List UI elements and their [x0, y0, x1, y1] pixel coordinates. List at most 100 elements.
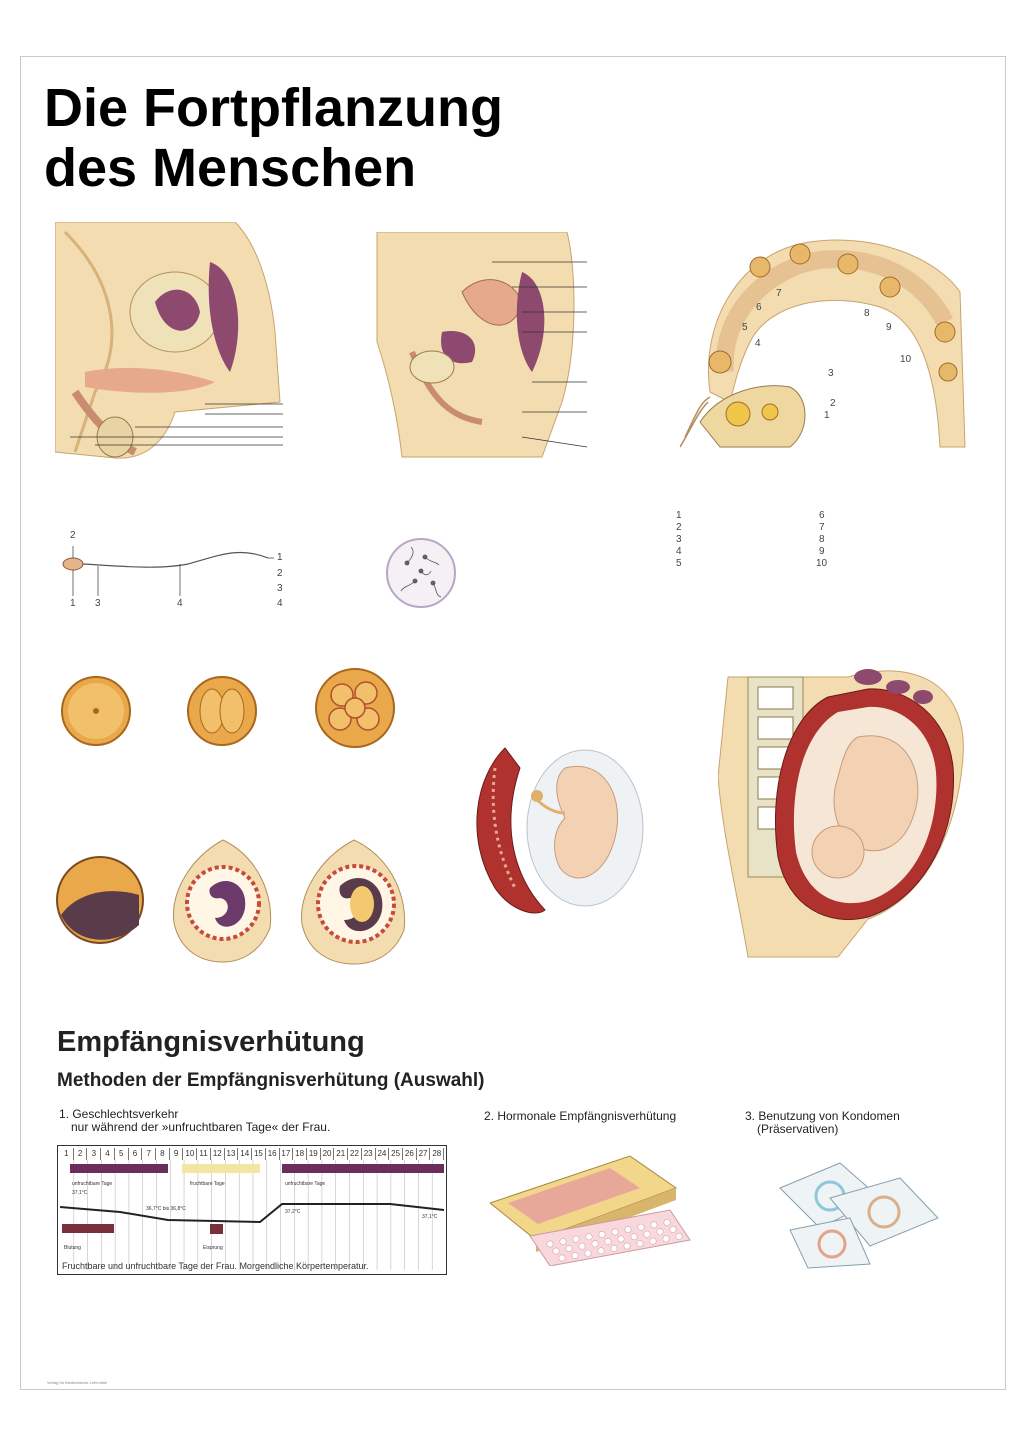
label-ovulation: Eisprung: [203, 1245, 223, 1251]
unfertile-bar-1: [70, 1164, 168, 1173]
calendar-day: 28: [430, 1148, 445, 1160]
calendar-day: 18: [293, 1148, 307, 1160]
tube-label-4: 4: [755, 338, 761, 349]
tube-label-8: 8: [864, 308, 870, 319]
fertile-bar: [182, 1164, 260, 1173]
calendar-day: 13: [225, 1148, 239, 1160]
sperm-cell-diagram: 2 1 3 4 1 2 3 4: [58, 528, 298, 612]
fallopian-tube-illustration: 1 2 3 4 5 6 7 8 9 10: [680, 232, 970, 462]
calendar-day: 14: [238, 1148, 253, 1160]
calendar-day: 24: [376, 1148, 390, 1160]
page-title: Die Fortpflanzung des Menschen: [44, 78, 503, 198]
ovulation-marker: [210, 1224, 223, 1234]
sperm-right-2: 2: [277, 568, 283, 579]
method-2-label: 2. Hormonale Empfängnisverhütung: [484, 1109, 677, 1123]
legend-num-9: 9: [819, 546, 825, 557]
male-anatomy-illustration: [55, 222, 285, 462]
temp-2: 36,7°C bis 36,8°C: [146, 1206, 186, 1212]
numbered-legend: 1 2 3 4 5 6 7 8 9 10: [676, 510, 836, 585]
legend-num-2: 2: [676, 522, 682, 533]
sperm-label-1: 1: [70, 598, 76, 609]
calendar-day: 21: [334, 1148, 349, 1160]
unfertile-bar-2: [282, 1164, 444, 1173]
title-line-2: des Menschen: [44, 138, 417, 198]
label-unfertile-1: unfruchtbare Tage: [72, 1181, 112, 1187]
legend-num-4: 4: [676, 546, 682, 557]
calendar-caption: Fruchtbare und unfruchtbare Tage der Fra…: [62, 1261, 369, 1271]
calendar-day: 4: [101, 1148, 115, 1160]
female-anatomy-illustration: [372, 232, 592, 462]
calendar-day: 5: [115, 1148, 129, 1160]
temp-4: 37,1°C: [422, 1214, 438, 1220]
method-3-label: 3. Benutzung von Kondomen (Präservativen…: [745, 1110, 900, 1136]
legend-num-10: 10: [816, 558, 828, 569]
calendar-day: 15: [252, 1148, 266, 1160]
calendar-day: 1: [60, 1148, 74, 1160]
sperm-right-3: 3: [277, 583, 283, 594]
calendar-day: 19: [307, 1148, 321, 1160]
tube-label-6: 6: [756, 302, 762, 313]
calendar-day: 22: [348, 1148, 362, 1160]
sperm-label-3: 3: [95, 598, 101, 609]
calendar-day: 9: [170, 1148, 184, 1160]
tube-label-3: 3: [828, 368, 834, 379]
calendar-day: 16: [266, 1148, 280, 1160]
legend-num-6: 6: [819, 510, 825, 521]
tube-label-1: 1: [824, 410, 830, 421]
calendar-day: 6: [129, 1148, 143, 1160]
bleeding-bar: [62, 1224, 114, 1233]
label-bleeding: Blutung: [64, 1245, 81, 1251]
method-1-line-2: nur während der »unfruchtbaren Tage« der…: [71, 1120, 331, 1134]
contraception-heading: Empfängnisverhütung: [57, 1026, 365, 1058]
egg-cell-stage-2: [186, 675, 258, 747]
sperm-right-1: 1: [277, 552, 283, 563]
legend-num-5: 5: [676, 558, 682, 569]
temp-3: 37,2°C: [285, 1209, 301, 1215]
method-3-line-1: 3. Benutzung von Kondomen: [745, 1109, 900, 1123]
embryo-later-illustration: [298, 838, 410, 966]
calendar-day: 12: [211, 1148, 225, 1160]
calendar-day: 10: [183, 1148, 198, 1160]
calendar-day: 23: [362, 1148, 376, 1160]
legend-num-1: 1: [676, 510, 682, 521]
condoms-illustration: [760, 1158, 942, 1270]
tube-label-2: 2: [830, 398, 836, 409]
footer-credit: Verlag für Medizinische Lehrmittel: [47, 1380, 108, 1385]
title-line-1: Die Fortpflanzung: [44, 78, 503, 138]
calendar-day: 11: [197, 1148, 211, 1160]
temperature-curve: [60, 1203, 445, 1224]
tube-label-7: 7: [776, 288, 782, 299]
calendar-day: 2: [74, 1148, 88, 1160]
calendar-day: 8: [156, 1148, 170, 1160]
legend-num-7: 7: [819, 522, 825, 533]
label-fertile: fruchtbare Tage: [190, 1181, 225, 1187]
temp-1: 37,1°C: [72, 1190, 88, 1196]
calendar-day: 17: [280, 1148, 294, 1160]
embryo-early-illustration: [170, 838, 276, 964]
calendar-day: 26: [403, 1148, 417, 1160]
tube-label-5: 5: [742, 322, 748, 333]
fetus-placenta-illustration: [465, 738, 650, 920]
egg-cell-stage-1: [60, 675, 132, 747]
legend-num-8: 8: [819, 534, 825, 545]
calendar-day: 27: [417, 1148, 431, 1160]
contraception-subheading: Methoden der Empfängnisverhütung (Auswah…: [57, 1070, 485, 1091]
label-unfertile-2: unfruchtbare Tage: [285, 1181, 325, 1187]
method-1-line-1: 1. Geschlechtsverkehr: [59, 1107, 179, 1121]
method-3-line-2: (Präservativen): [757, 1122, 839, 1136]
blastocyst-illustration: [55, 855, 145, 945]
method-1-label: 1. Geschlechtsverkehr nur während der »u…: [59, 1108, 330, 1134]
calendar-day: 25: [389, 1148, 403, 1160]
calendar-day: 3: [87, 1148, 102, 1160]
pill-pack-illustration: [490, 1148, 700, 1266]
pregnancy-cross-section-illustration: [718, 657, 970, 959]
calendar-day: 7: [142, 1148, 157, 1160]
tube-label-9: 9: [886, 322, 892, 333]
egg-cell-stage-3: [314, 667, 396, 749]
tube-label-10: 10: [900, 354, 912, 365]
legend-num-3: 3: [676, 534, 682, 545]
sperm-label-2: 2: [70, 530, 76, 541]
sperm-label-4: 4: [177, 598, 183, 609]
